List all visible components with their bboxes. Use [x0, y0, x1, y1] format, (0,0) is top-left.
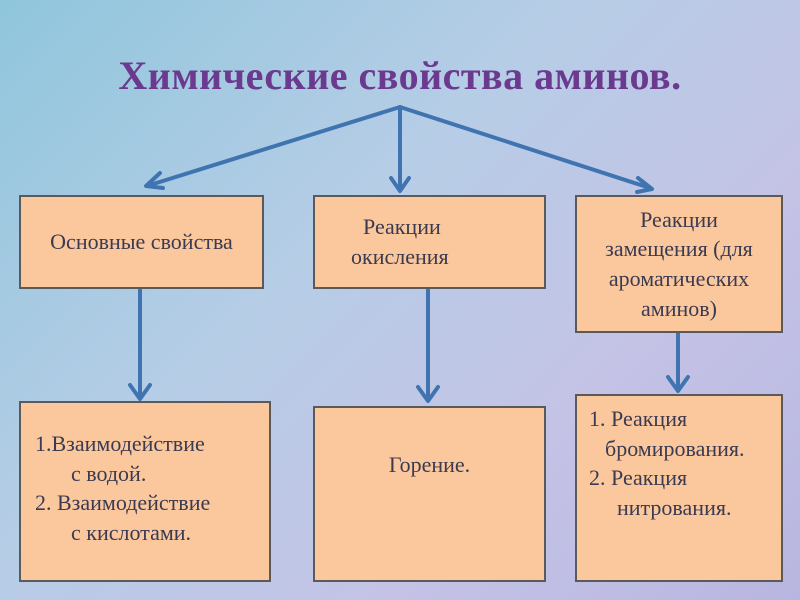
- basic-detail-box: 1.Взаимодействие с водой. 2. Взаимодейст…: [19, 401, 271, 582]
- substitution-label-line3: ароматических: [608, 266, 750, 291]
- substitution-detail-line4: нитрования.: [617, 495, 732, 521]
- substitution-label-line4: аминов): [641, 295, 717, 321]
- substitution-detail-box: 1. Реакция бромирования. 2. Реакция нитр…: [575, 394, 783, 582]
- substitution-detail-line1: 1. Реакция: [589, 406, 688, 431]
- basic-detail-line1: 1.Взаимодействие: [35, 431, 205, 456]
- oxidation-detail-box: Горение.: [313, 406, 546, 582]
- arrowhead-substitution-down: [666, 375, 690, 393]
- substitution-detail-line2: бромирования.: [605, 435, 745, 461]
- basic-properties-label: Основные свойства: [50, 229, 233, 255]
- arrowhead-substitution: [635, 176, 654, 194]
- arrowhead-basic-down: [128, 383, 152, 401]
- oxidation-detail-label: Горение.: [388, 452, 471, 477]
- basic-properties-box: Основные свойства: [19, 195, 264, 289]
- substitution-label-line1: Реакции: [640, 206, 718, 232]
- arrowhead-oxidation-down: [416, 385, 440, 403]
- arrowhead-basic: [144, 171, 165, 190]
- basic-detail-line3: 2. Взаимодействие: [35, 490, 211, 516]
- basic-detail-line2: с водой.: [71, 460, 147, 486]
- substitution-label-line2: замещения (для: [605, 236, 753, 262]
- oxidation-label-line2: окисления: [351, 244, 449, 269]
- arrowhead-oxidation: [389, 176, 411, 193]
- substitution-box: Реакции замещения (для ароматических ами…: [575, 195, 783, 333]
- arrow-to-basic: [148, 105, 402, 187]
- diagram-title: Химические свойства аминов.: [118, 53, 682, 98]
- oxidation-label-line1: Реакции: [363, 214, 441, 240]
- arrow-to-substitution: [398, 105, 652, 190]
- basic-detail-line4: с кислотами.: [71, 520, 192, 546]
- substitution-detail-line3: 2. Реакция: [589, 465, 688, 491]
- oxidation-box: Реакции окисления: [313, 195, 546, 289]
